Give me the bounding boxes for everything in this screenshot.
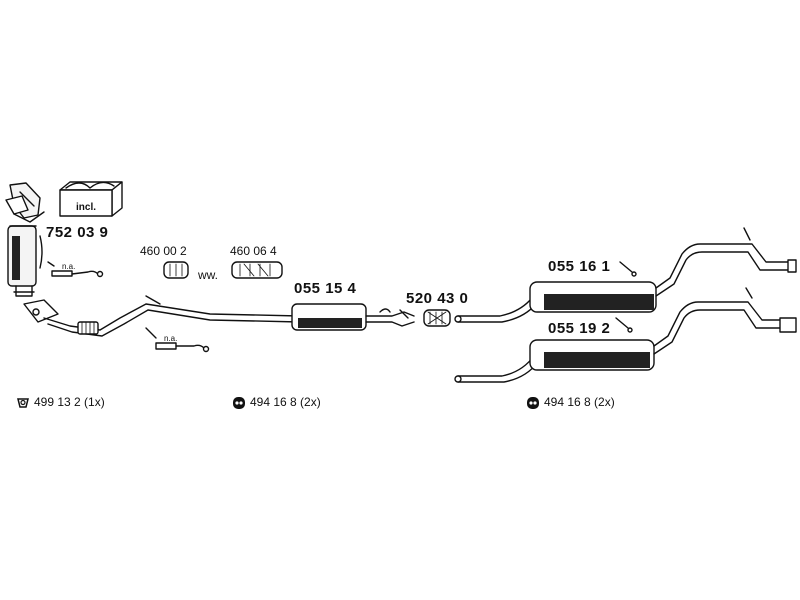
lambda-sensor-1 [47,261,104,278]
connector-520-43-0 [423,309,451,327]
part-number-752-03-9: 752 03 9 [46,224,109,241]
gasket-ring-icon [17,398,29,408]
part-number-055-19-2: 055 19 2 [548,320,611,337]
rubber-hanger-icon [527,396,539,409]
ww-label: ww. [198,268,219,282]
clamp-460-00-2 [163,261,189,279]
rear-silencer-1-drawing [454,227,797,323]
gasket-footer: 499 13 2 (1x) [16,395,105,410]
lambda-sensor-2 [145,327,210,353]
part-number-520-43-0: 520 43 0 [406,290,469,307]
incl-label: incl. [76,202,97,213]
rear-silencer-2-drawing [454,287,797,383]
incl-kit-drawing [59,181,123,217]
part-number-055-16-1: 055 16 1 [548,258,611,275]
part-number-055-15-4: 055 15 4 [294,280,357,297]
middle-silencer-drawing [291,303,415,331]
na-note-1: n.a. [62,262,76,271]
rubber-hanger-icon [233,396,245,409]
part-number-460-00-2: 460 00 2 [140,244,187,258]
manifold-catalyst-drawing [5,182,45,297]
hanger-footer-1: 494 16 8 (2x) [232,395,321,410]
na-note-2: n.a. [164,334,178,343]
hanger-footer-2-text: 494 16 8 (2x) [544,395,615,409]
clamp-460-06-4 [231,261,283,279]
part-number-460-06-4: 460 06 4 [230,244,277,258]
front-pipe-drawing [23,295,301,337]
hanger-footer-2: 494 16 8 (2x) [526,395,615,410]
gasket-footer-text: 499 13 2 (1x) [34,395,105,409]
hanger-footer-1-text: 494 16 8 (2x) [250,395,321,409]
